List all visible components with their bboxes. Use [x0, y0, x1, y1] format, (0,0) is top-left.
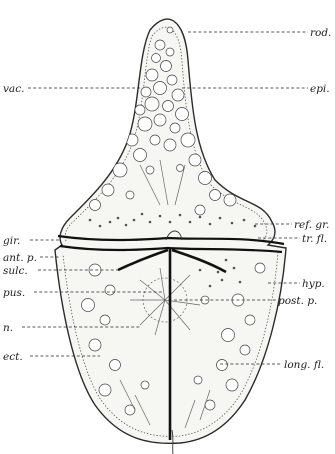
label-ant-p: ant. p. — [3, 252, 37, 264]
label-epi: epi. — [310, 83, 330, 95]
label-vac: vac. — [3, 83, 24, 95]
label-ect: ect. — [3, 351, 23, 363]
apical-rod — [167, 27, 173, 33]
label-tr-fl: tr. fl. — [302, 233, 327, 245]
label-long-fl: long. fl. — [284, 359, 324, 371]
label-hyp: hyp. — [302, 278, 325, 290]
labels-left: vac. gir. ant. p. sulc. pus. n. ect. — [3, 83, 37, 363]
label-ref-gr: ref. gr. — [294, 219, 329, 231]
label-n: n. — [3, 322, 13, 334]
label-sulc: sulc. — [3, 265, 28, 277]
label-post-p: post. p. — [278, 295, 317, 307]
labels-right: rod. epi. ref. gr. tr. fl. hyp. post. p.… — [278, 27, 331, 371]
label-rod: rod. — [310, 27, 331, 39]
label-pus: pus. — [3, 287, 25, 299]
label-gir: gir. — [3, 235, 20, 247]
